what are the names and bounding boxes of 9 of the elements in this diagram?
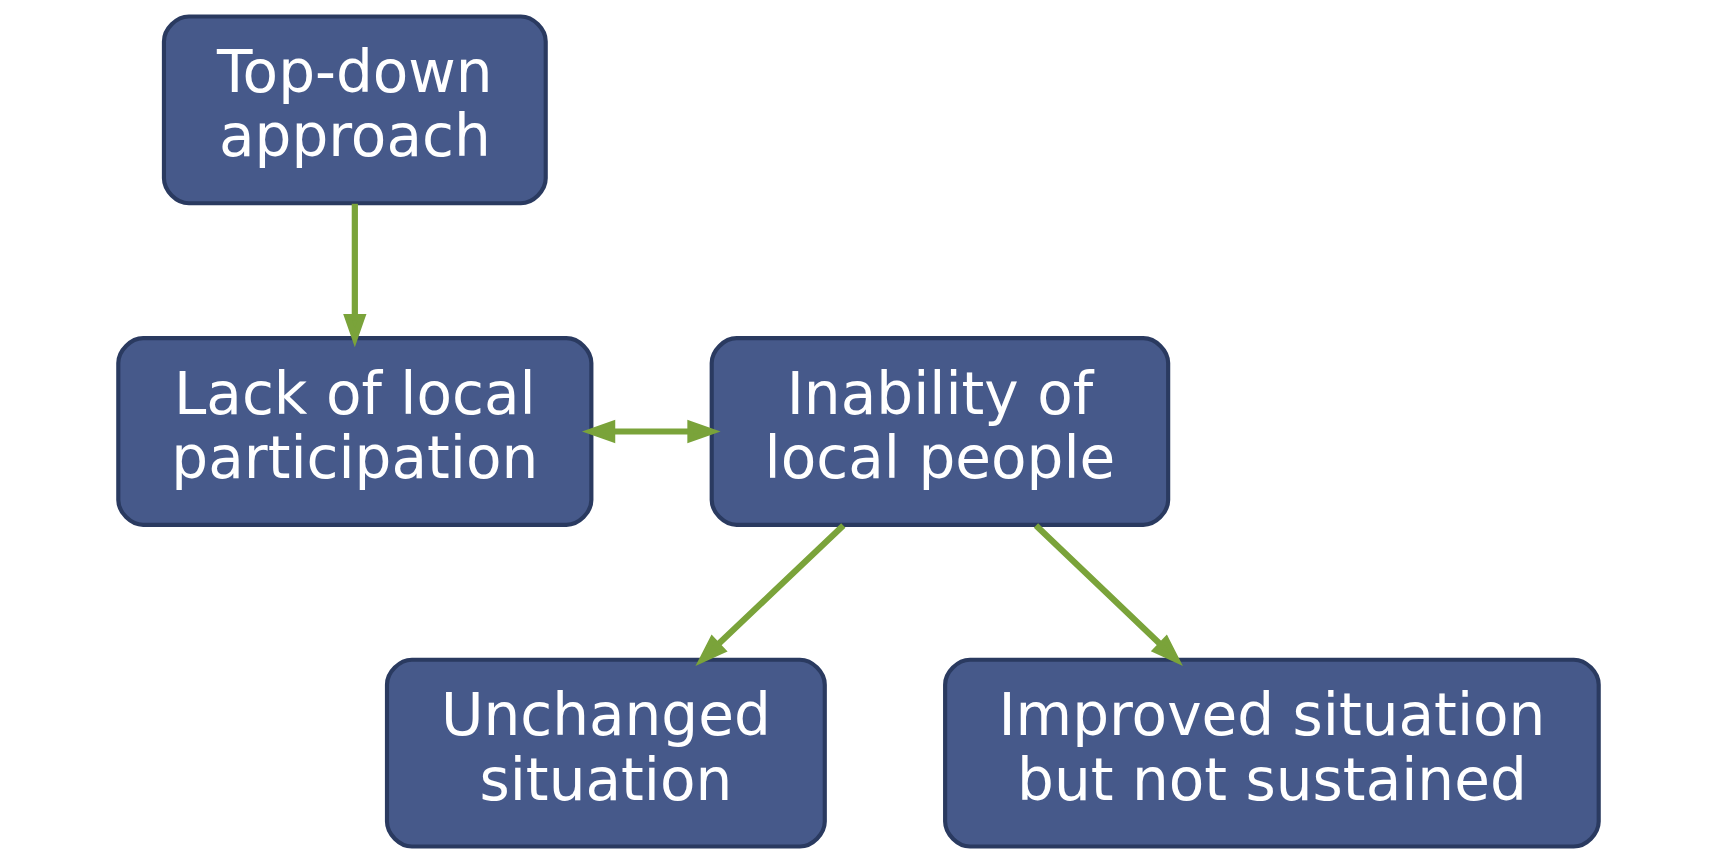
arrow: [695, 523, 846, 666]
node-box: Inability of local people: [709, 336, 1171, 527]
arrow: [1033, 523, 1183, 666]
node-box: Top-down approach: [161, 14, 548, 206]
arrow: [343, 203, 367, 348]
node-box: Lack of local participation: [116, 336, 594, 527]
arrow: [581, 419, 721, 444]
node-box: Improved situation but not sustained: [943, 657, 1601, 849]
node-box: Unchanged situation: [384, 657, 827, 849]
